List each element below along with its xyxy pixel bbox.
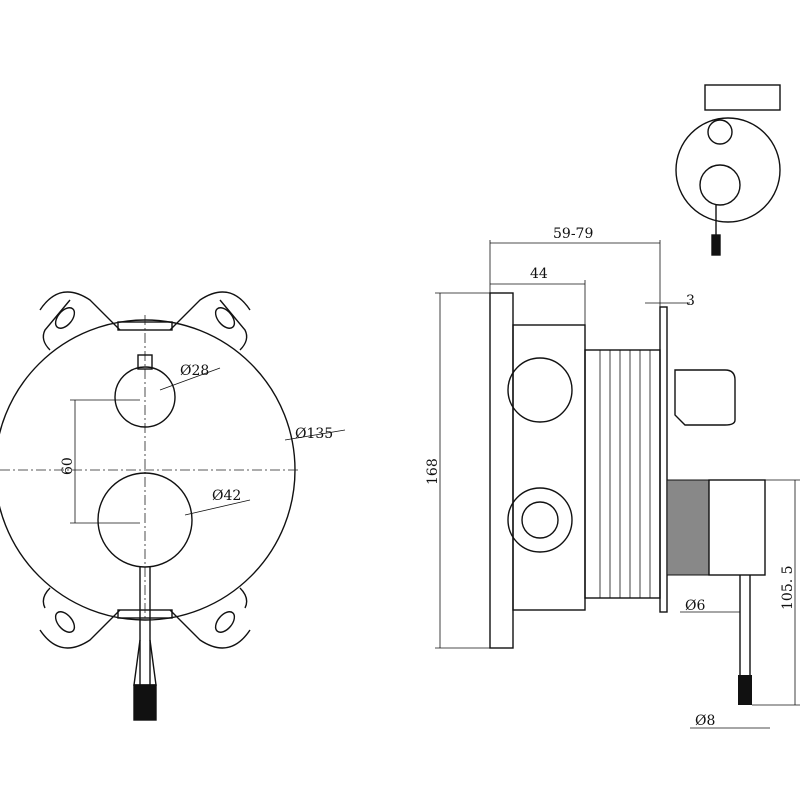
label-height: 168 [425, 458, 441, 485]
knurled-section [666, 479, 710, 576]
label-knob-diameter: Ø28 [180, 363, 209, 379]
product-thumbnail [675, 84, 781, 256]
side-view: 59-79 44 3 168 105. 5 Ø6 Ø8 [425, 226, 800, 729]
label-plate-diameter: Ø135 [295, 426, 333, 442]
lever [133, 567, 157, 721]
diverter-knob-side [674, 369, 736, 426]
valve-body [512, 324, 586, 611]
diverter-knob [114, 366, 176, 428]
handle-cylinder [708, 479, 766, 576]
label-body-depth: 44 [530, 266, 548, 282]
flange [659, 306, 668, 613]
label-depth-range: 59-79 [553, 226, 593, 242]
dimension-60 [70, 399, 140, 524]
mixer-handle [97, 472, 193, 568]
lever-grip [738, 675, 752, 705]
mounting-brackets [39, 291, 251, 649]
front-view: 60 Ø28 Ø135 Ø42 [0, 291, 346, 721]
label-grip-diameter: Ø8 [695, 713, 715, 729]
threaded-sleeve [584, 349, 661, 599]
label-plate-thickness: 3 [686, 293, 695, 309]
label-lever-length: 105. 5 [780, 565, 796, 610]
mounting-plate [489, 292, 514, 649]
label-handle-diameter: Ø42 [212, 488, 241, 504]
label-lever-diameter: Ø6 [685, 598, 705, 614]
label-60: 60 [60, 457, 76, 475]
